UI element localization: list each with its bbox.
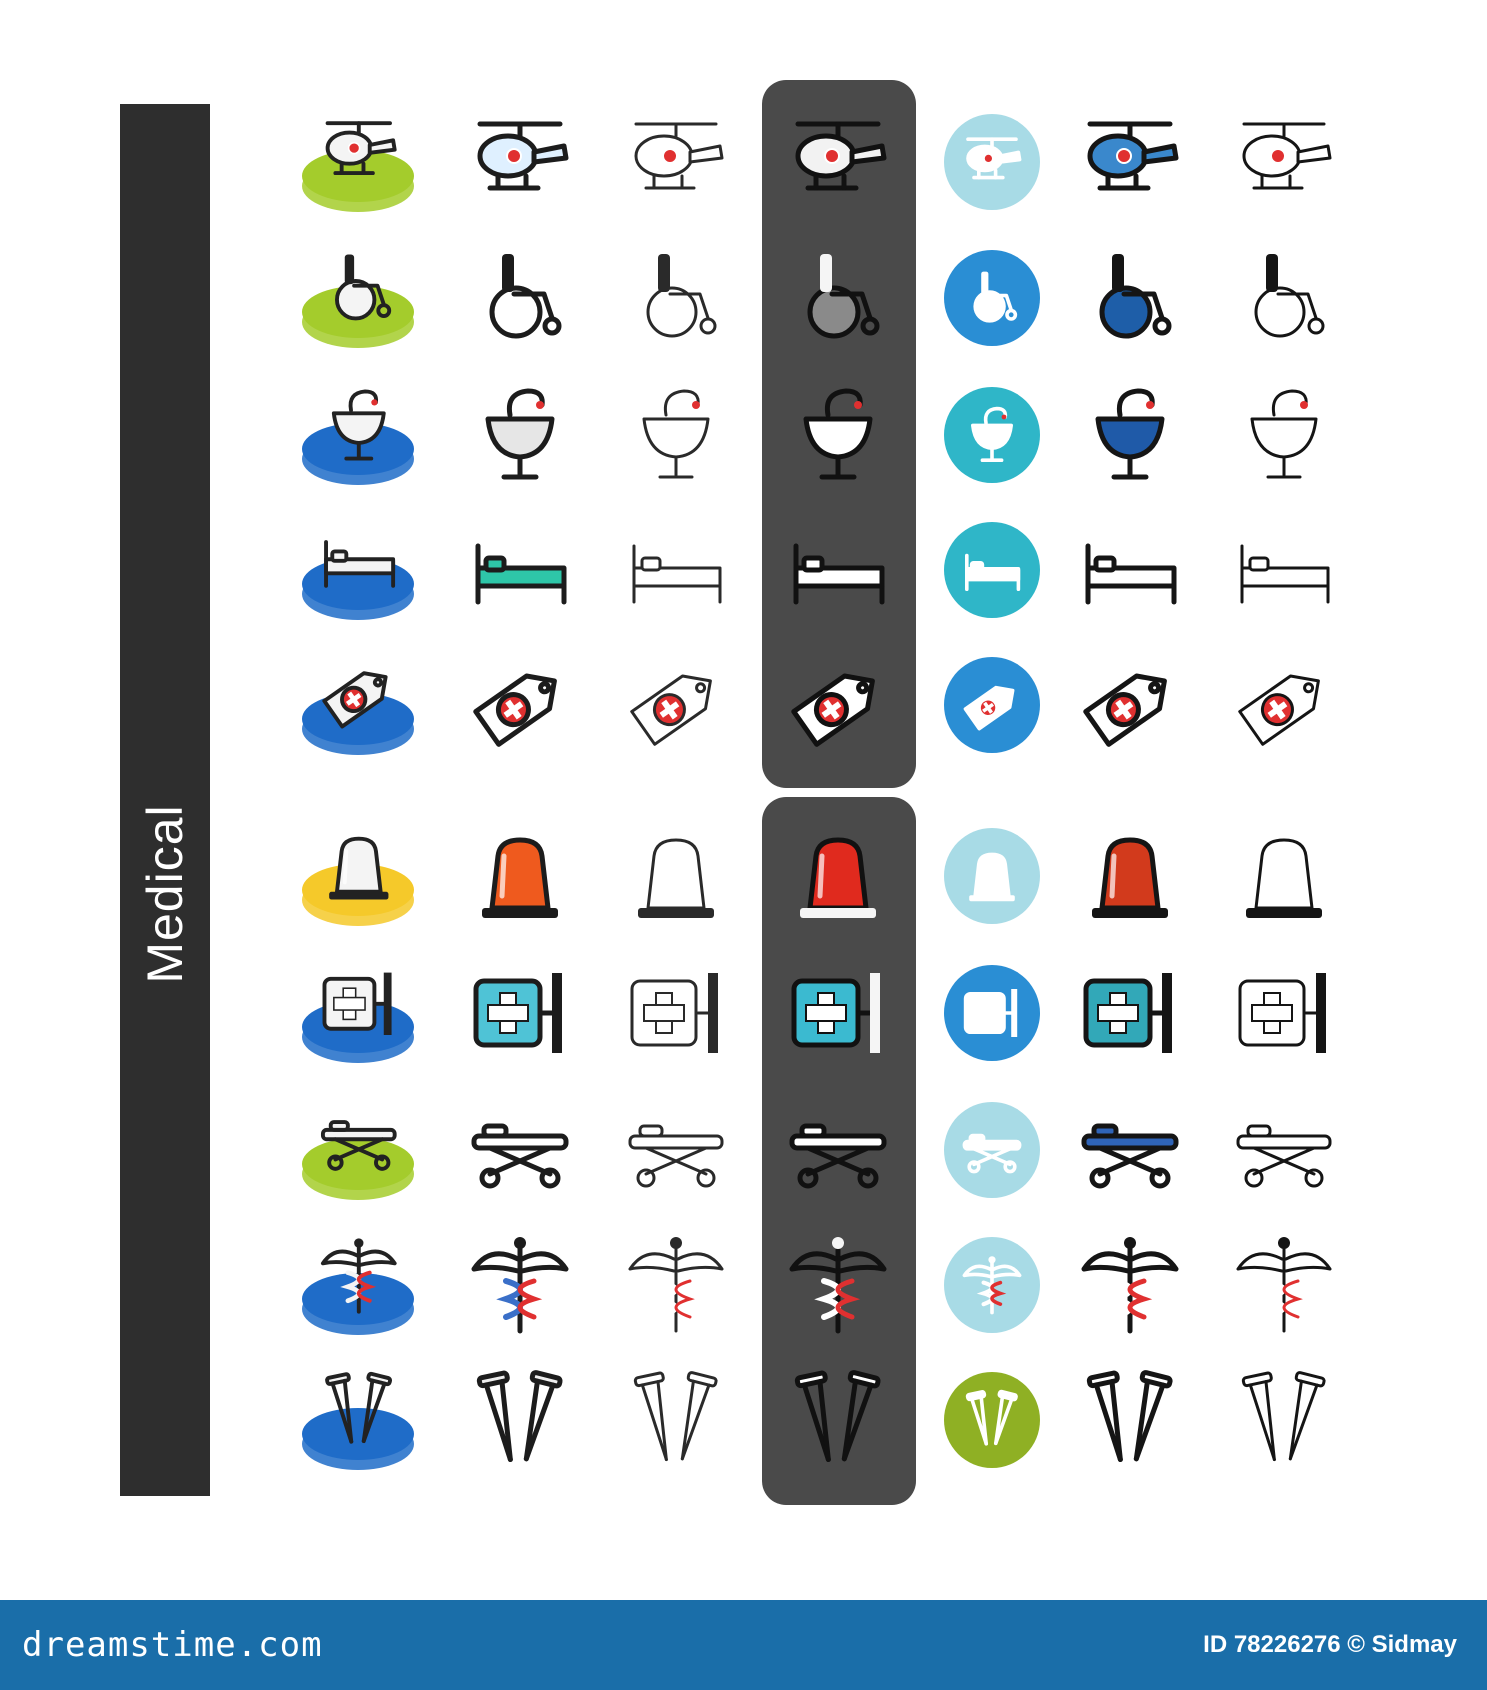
bowl-of-hygieia-icon-flat-on-dark [778,375,898,495]
hospital-bed-icon-flat-color [1070,510,1190,630]
hospital-bed-icon-outline [1224,510,1344,630]
medical-tag-icon-flat-circle [932,645,1052,765]
crutches-icon-flat-color [1070,1360,1190,1480]
wheelchair-icon-isometric-outline [616,238,736,358]
siren-light-icon-flat-color [1070,816,1190,936]
medical-tag-icon-isometric-outline [616,645,736,765]
bowl-of-hygieia-icon-flat-color [1070,375,1190,495]
hospital-sign-icon-flat-on-dark [778,953,898,1073]
caduceus-icon-outline [1224,1225,1344,1345]
stretcher-icon-flat-circle [932,1090,1052,1210]
crutches-icon-isometric-color [460,1360,580,1480]
stretcher-icon-outline [1224,1090,1344,1210]
hospital-sign-icon-isometric-color-base [298,953,418,1073]
bowl-of-hygieia-icon-outline [1224,375,1344,495]
hospital-bed-icon-flat-circle [932,510,1052,630]
hospital-sign-icon-flat-circle [932,953,1052,1073]
bowl-of-hygieia-icon-flat-circle [932,375,1052,495]
helicopter-icon-flat-circle [932,102,1052,222]
caduceus-icon-isometric-outline [616,1225,736,1345]
siren-light-icon-outline [1224,816,1344,936]
siren-light-icon-isometric-outline [616,816,736,936]
medical-tag-icon-flat-color [1070,645,1190,765]
siren-light-icon-isometric-color-base [298,816,418,936]
wheelchair-icon-isometric-color [460,238,580,358]
crutches-icon-isometric-color-base [298,1360,418,1480]
medical-tag-icon-isometric-color [460,645,580,765]
medical-tag-icon-outline [1224,645,1344,765]
medical-tag-icon-flat-on-dark [778,645,898,765]
stretcher-icon-flat-on-dark [778,1090,898,1210]
bowl-of-hygieia-icon-isometric-color-base [298,375,418,495]
helicopter-icon-flat-color [1070,102,1190,222]
stretcher-icon-isometric-outline [616,1090,736,1210]
wheelchair-icon-flat-circle [932,238,1052,358]
hospital-bed-icon-isometric-outline [616,510,736,630]
caduceus-icon-flat-on-dark [778,1225,898,1345]
bowl-of-hygieia-icon-isometric-color [460,375,580,495]
hospital-bed-icon-flat-on-dark [778,510,898,630]
siren-light-icon-isometric-color [460,816,580,936]
helicopter-icon-flat-on-dark [778,102,898,222]
bowl-of-hygieia-icon-isometric-outline [616,375,736,495]
helicopter-icon-outline [1224,102,1344,222]
footer-credit: ID 78226276 © Sidmay [1203,1631,1457,1658]
crutches-icon-flat-circle [932,1360,1052,1480]
wheelchair-icon-flat-on-dark [778,238,898,358]
category-sidebar: Medical [120,104,210,1496]
siren-light-icon-flat-on-dark [778,816,898,936]
crutches-icon-outline [1224,1360,1344,1480]
hospital-sign-icon-outline [1224,953,1344,1073]
hospital-sign-icon-flat-color [1070,953,1190,1073]
wheelchair-icon-outline [1224,238,1344,358]
crutches-icon-flat-on-dark [778,1360,898,1480]
category-label: Medical [137,804,193,984]
hospital-sign-icon-isometric-outline [616,953,736,1073]
caduceus-icon-isometric-color [460,1225,580,1345]
medical-tag-icon-isometric-color-base [298,645,418,765]
siren-light-icon-flat-circle [932,816,1052,936]
hospital-bed-icon-isometric-color-base [298,510,418,630]
watermark-footer: dreamstime.com ID 78226276 © Sidmay [0,1600,1487,1690]
footer-brand: dreamstime.com [22,1625,323,1665]
helicopter-icon-isometric-color-base [298,102,418,222]
wheelchair-icon-flat-color [1070,238,1190,358]
stretcher-icon-flat-color [1070,1090,1190,1210]
crutches-icon-isometric-outline [616,1360,736,1480]
caduceus-icon-flat-color [1070,1225,1190,1345]
helicopter-icon-isometric-color [460,102,580,222]
stretcher-icon-isometric-color-base [298,1090,418,1210]
helicopter-icon-isometric-outline [616,102,736,222]
caduceus-icon-flat-circle [932,1225,1052,1345]
stretcher-icon-isometric-color [460,1090,580,1210]
wheelchair-icon-isometric-color-base [298,238,418,358]
hospital-bed-icon-isometric-color [460,510,580,630]
hospital-sign-icon-isometric-color [460,953,580,1073]
caduceus-icon-isometric-color-base [298,1225,418,1345]
